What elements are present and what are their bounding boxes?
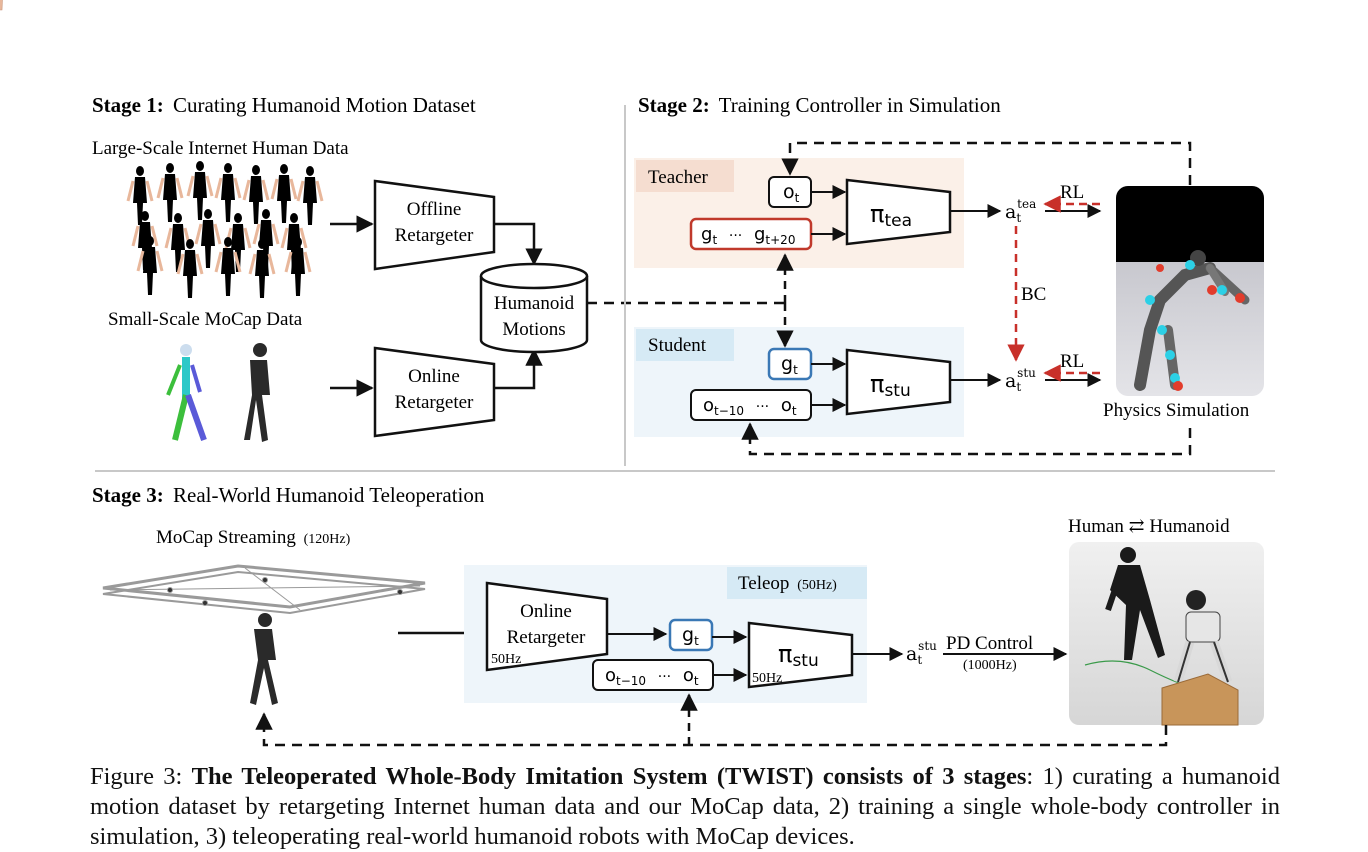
stage3-action-label: atstu [906,639,937,667]
student-label: Student [648,335,707,356]
mocap-truss-rig [102,564,426,615]
svg-text:50Hz: 50Hz [491,652,521,667]
svg-text:gt ··· gt+20: gt ··· gt+20 [701,224,795,249]
svg-text:50Hz: 50Hz [752,671,782,686]
figure-caption: Figure 3: The Teleoperated Whole-Body Im… [90,762,1280,852]
teacher-rl-label: RL [1060,182,1084,203]
svg-text:ot−10 ··· ot: ot−10 ··· ot [605,665,699,690]
stage1-heading: Stage 1: Curating Humanoid Motion Datase… [92,93,476,117]
online-to-motions-arrow [494,348,543,390]
pd-control-label: PD Control [946,633,1033,654]
svg-text:Online: Online [408,366,460,387]
mocap-skeleton-figure [166,344,207,442]
caption-prefix: Figure 3: [90,763,192,790]
stage3-online-retargeter-block: Online Retargeter 50Hz [485,581,609,672]
stage1: Stage 1: Curating Humanoid Motion Datase… [0,0,785,442]
svg-text:πtea: πtea [870,200,912,231]
teacher-policy-block: πtea [845,178,952,246]
svg-text:ot−10 ··· ot: ot−10 ··· ot [703,395,797,420]
student-goal-box: gt [767,347,813,381]
offline-to-motions-arrow [494,222,543,266]
svg-text:Retargeter: Retargeter [395,392,474,413]
sim-to-teacher-obs-loop [781,141,1192,185]
student-action-label: atstu [1005,366,1036,394]
svg-text:πstu: πstu [870,370,911,401]
internet-human-figures [0,0,3,11]
mocap-streaming-label: MoCap Streaming (120Hz) [156,527,351,548]
svg-text:gt: gt [682,624,699,648]
humanoid-motions-database: Humanoid Motions [479,262,589,354]
stage3-obs-box: ot−10 ··· ot [592,659,714,691]
internet-data-label: Large-Scale Internet Human Data [92,138,349,159]
real-world-teleop-photo [1069,542,1264,726]
student-rl-label: RL [1060,351,1084,372]
pd-rate-label: (1000Hz) [963,658,1017,673]
stage3-heading: Stage 3: Real-World Humanoid Teleoperati… [92,483,485,507]
student-tag [636,329,734,361]
teacher-action-label: attea [1005,197,1036,225]
stage2-heading: Stage 2: Training Controller in Simulati… [638,93,1001,117]
svg-text:Retargeter: Retargeter [395,225,474,246]
robot-to-performer-loop [255,712,1168,747]
svg-text:Offline: Offline [407,199,462,220]
stage3: Stage 3: Real-World Humanoid Teleoperati… [92,483,1264,747]
student-policy-block: πstu [845,348,952,416]
mocap-data-label: Small-Scale MoCap Data [108,309,303,330]
sim-to-student-obs-loop [741,422,1192,456]
teacher-goal-box: gt ··· gt+20 [689,217,813,251]
teacher-obs-box: ot [768,176,812,208]
teleop-label: Teleop (50Hz) [738,573,837,594]
internet-human-crowd [126,159,324,300]
svg-text:Online: Online [520,601,572,622]
svg-text:gt: gt [781,353,798,377]
stage2: Stage 2: Training Controller in Simulati… [634,93,1264,456]
teleop-tag [727,567,867,599]
physics-simulation-label: Physics Simulation [1103,400,1250,421]
physics-simulation-image [1116,186,1264,396]
mocap-performer-figure [250,613,278,705]
stage3-policy-block: πstu 50Hz [747,621,854,689]
student-obs-box: ot−10 ··· ot [690,389,812,421]
svg-text:Motions: Motions [502,319,565,340]
svg-text:Retargeter: Retargeter [507,627,586,648]
offline-retargeter-block: Offline Retargeter [373,179,496,271]
stage3-goal-box: gt [668,618,714,652]
svg-text:Humanoid: Humanoid [494,293,575,314]
mocap-suit-figure [244,343,270,442]
online-retargeter-block: Online Retargeter [373,346,496,438]
svg-text:πstu: πstu [778,640,819,671]
bc-label: BC [1021,284,1046,305]
human-humanoid-label: Human ⇄ Humanoid [1068,516,1230,537]
teacher-label: Teacher [648,167,709,188]
svg-text:ot: ot [783,181,800,205]
caption-bold: The Teleoperated Whole-Body Imitation Sy… [191,763,1027,790]
teacher-tag [636,160,734,192]
